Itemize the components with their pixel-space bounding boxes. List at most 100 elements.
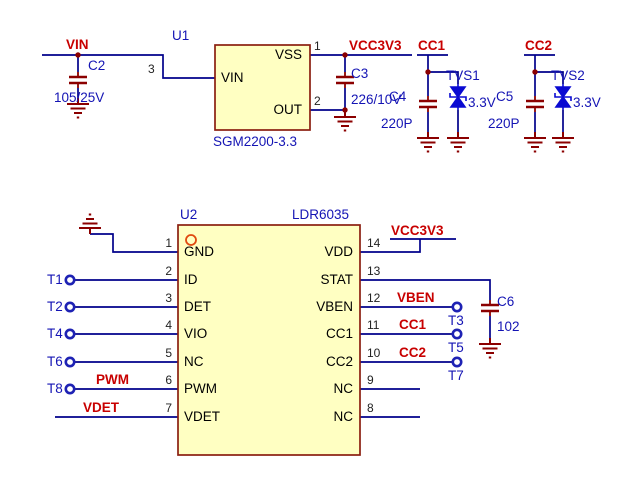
u2-pin-number-14: 14 <box>367 236 381 250</box>
u2-pin-name-nc8: NC <box>334 409 354 424</box>
u1-pin-name-out: OUT <box>274 102 303 117</box>
testpoint-icon-t6 <box>64 356 76 368</box>
c6-refdes: C6 <box>497 294 514 309</box>
ground-icon <box>478 337 502 359</box>
c5-refdes: C5 <box>496 89 513 104</box>
u1-refdes: U1 <box>172 28 189 43</box>
c6-value: 102 <box>497 319 520 334</box>
junction-dot <box>75 52 81 58</box>
c5-value: 220P <box>488 116 520 131</box>
u2-pin-number-9: 9 <box>367 373 374 387</box>
t1-label: T1 <box>47 272 63 287</box>
wire-u2-stat <box>360 279 491 338</box>
net-labels: VIN VCC3V3 CC1 CC2 VCC3V3 VBEN CC1 CC2 P… <box>66 37 552 415</box>
tvs-diode-icon <box>449 83 467 111</box>
testpoint-icon-t8 <box>64 383 76 395</box>
testpoint-icon-t1 <box>64 274 76 286</box>
u2-component: U2 LDR6035 GND ID DET VIO NC PWM VDET 1 … <box>165 207 381 456</box>
net-label-cc1-u2: CC1 <box>399 317 426 332</box>
t3-label: T3 <box>448 313 464 328</box>
testpoint-icon-t7 <box>451 356 463 368</box>
wire-cc1-net <box>417 54 459 132</box>
tvs1-component: TVS1 3.3V <box>446 68 496 111</box>
testpoint-icon-t5 <box>451 328 463 340</box>
u2-pin-number-12: 12 <box>367 291 381 305</box>
u2-pin-number-7: 7 <box>165 401 172 415</box>
u2-pin-number-3: 3 <box>165 291 172 305</box>
tvs1-refdes: TVS1 <box>446 68 480 83</box>
wire-u2-right-pins <box>360 306 453 418</box>
u2-pin-name-gnd: GND <box>184 244 214 259</box>
u1-pin-name-vss: VSS <box>275 47 302 62</box>
c3-value: 226/10V <box>351 92 401 107</box>
u2-pin-name-vben: VBEN <box>316 299 353 314</box>
net-label-pwm: PWM <box>96 372 129 387</box>
u1-body <box>214 44 311 131</box>
t4-label: T4 <box>47 326 63 341</box>
net-label-vin: VIN <box>66 37 89 52</box>
junction-dot <box>342 52 348 58</box>
tvs-diode-icon <box>554 83 572 111</box>
u2-pin-number-6: 6 <box>165 373 172 387</box>
ground-icon <box>446 131 470 153</box>
ground-icon <box>551 131 575 153</box>
net-label-vcc3v3-top: VCC3V3 <box>349 38 402 53</box>
u2-pin-name-cc1: CC1 <box>326 326 353 341</box>
c4-refdes: C4 <box>389 89 407 104</box>
wire-vcc3v3-net <box>310 54 412 111</box>
u2-pin-number-1: 1 <box>165 236 172 250</box>
testpoint-icon-t2 <box>64 301 76 313</box>
test-points: T1 T2 T4 T6 T8 T3 T5 T7 <box>47 272 464 396</box>
net-label-cc2-top: CC2 <box>525 38 552 53</box>
tvs2-component: TVS2 3.3V <box>551 68 601 111</box>
u2-pin-number-2: 2 <box>165 264 172 278</box>
net-label-vben: VBEN <box>397 290 435 305</box>
t7-label: T7 <box>448 368 464 383</box>
u2-pin-name-id: ID <box>184 272 198 287</box>
t5-label: T5 <box>448 340 464 355</box>
capacitor-c2: C2 105/25V <box>54 58 105 105</box>
capacitor-icon <box>417 94 439 114</box>
capacitor-c3: C3 226/10V <box>334 66 401 107</box>
wires <box>42 54 564 418</box>
c4-value: 220P <box>381 116 413 131</box>
net-label-vdet: VDET <box>83 400 120 415</box>
u2-pin-number-5: 5 <box>165 346 172 360</box>
net-label-vcc3v3-u2: VCC3V3 <box>391 223 444 238</box>
u1-pin-number-1: 1 <box>314 39 321 53</box>
c3-refdes: C3 <box>351 66 368 81</box>
u2-pin-name-vdet: VDET <box>184 409 220 424</box>
wire-u2-gnd <box>90 233 178 253</box>
u2-pin-number-4: 4 <box>165 318 172 332</box>
u2-pin-name-vdd: VDD <box>324 244 353 259</box>
junction-dots <box>75 52 538 113</box>
u2-pin-name-pwm: PWM <box>184 381 217 396</box>
capacitor-c6: C6 102 <box>479 294 520 334</box>
t6-label: T6 <box>47 354 63 369</box>
u1-pin-number-2: 2 <box>314 94 321 108</box>
testpoint-icon-t4 <box>64 328 76 340</box>
ground-icon <box>78 213 102 235</box>
u2-pin-number-11: 11 <box>367 318 380 332</box>
wire-cc2-net <box>524 54 564 132</box>
u2-pin-name-nc5: NC <box>184 354 204 369</box>
junction-dot <box>425 69 431 75</box>
t8-label: T8 <box>47 381 63 396</box>
u2-part-number: LDR6035 <box>292 207 349 222</box>
junction-dot <box>532 69 538 75</box>
u2-pin-number-13: 13 <box>367 264 381 278</box>
tvs2-value: 3.3V <box>573 95 601 110</box>
c2-value: 105/25V <box>54 90 104 105</box>
u2-refdes: U2 <box>180 207 197 222</box>
t2-label: T2 <box>47 299 63 314</box>
capacitor-c5: C5 220P <box>488 89 546 131</box>
tvs1-value: 3.3V <box>468 95 496 110</box>
ground-icon <box>523 131 547 153</box>
u2-pin-name-nc9: NC <box>334 381 354 396</box>
ground-icon <box>416 131 440 153</box>
capacitor-icon <box>524 94 546 114</box>
u2-pin-number-8: 8 <box>367 401 374 415</box>
u1-component: U1 SGM2200-3.3 VSS VIN OUT 1 2 3 <box>148 28 321 149</box>
